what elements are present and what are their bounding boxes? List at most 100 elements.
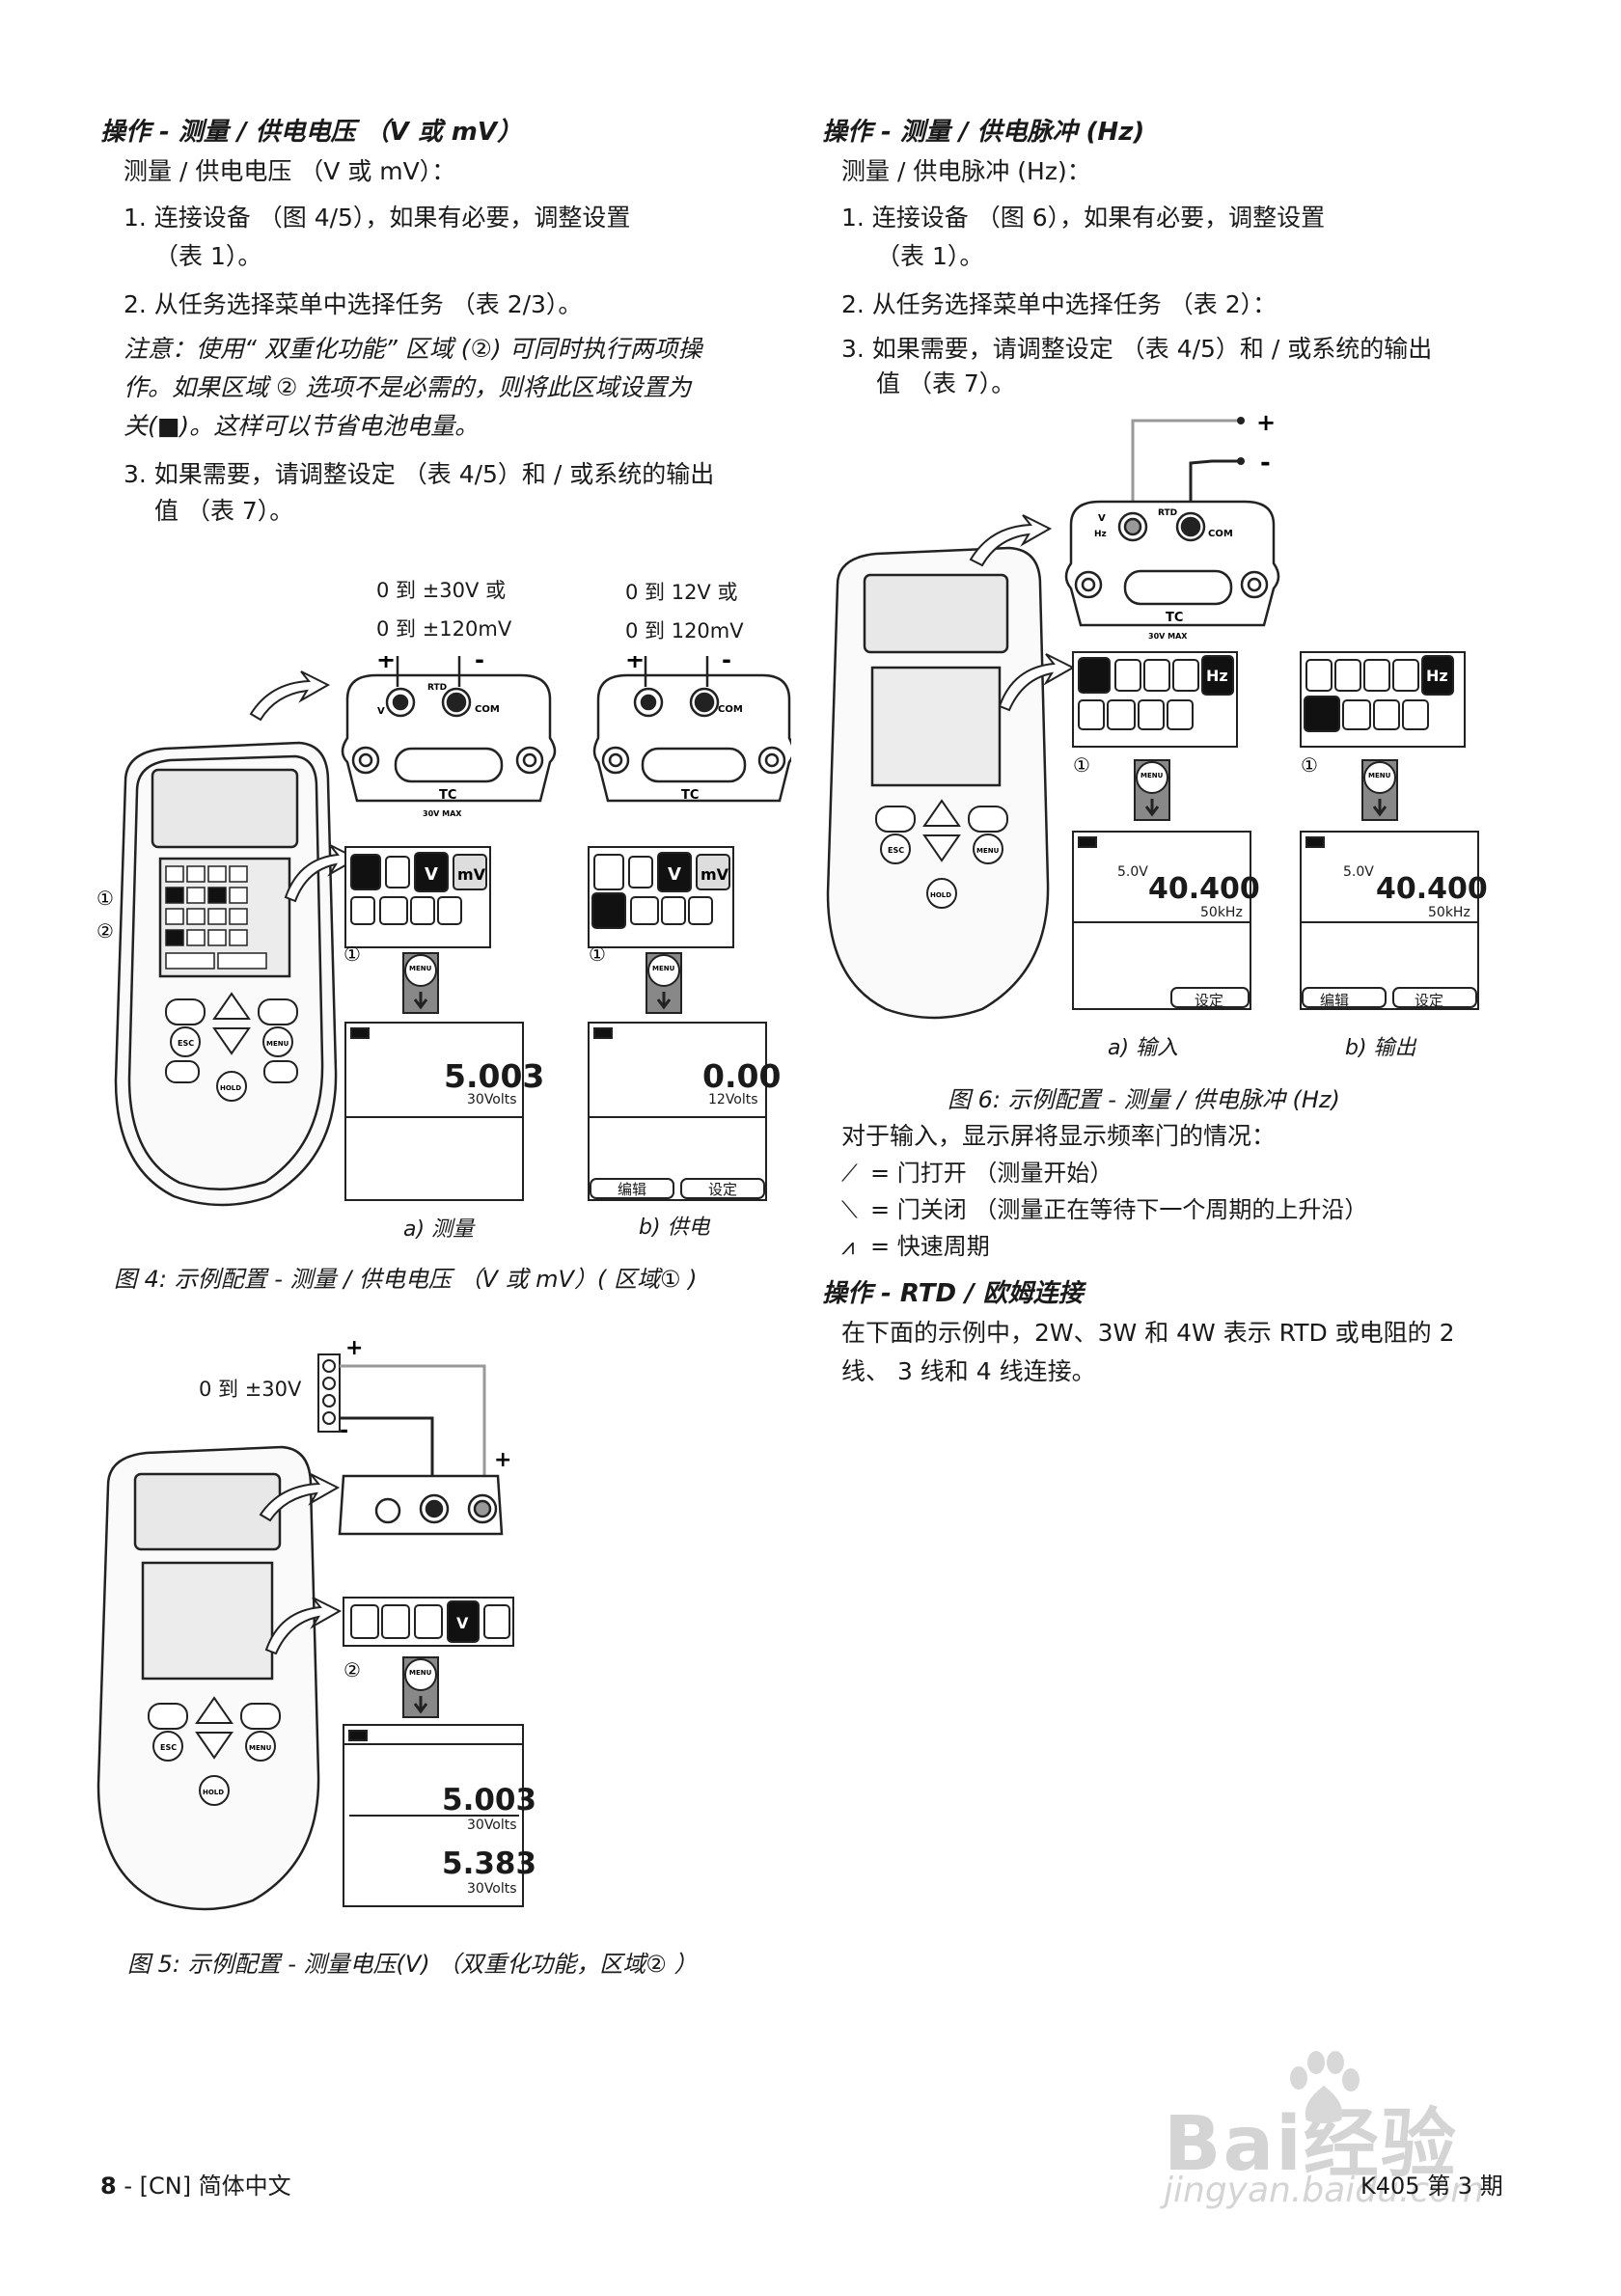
- right-heading: 操作 - 测量 / 供电脉冲 (Hz): [822, 118, 1145, 147]
- fig5-menu-btn-label: MENU: [409, 1669, 432, 1677]
- fig6-display-a: [1072, 831, 1251, 1010]
- fig5-esc-label: ESC: [160, 1743, 177, 1752]
- fig6-menu-strip-b: [1300, 651, 1466, 748]
- fig4-sub-b: b) 供电: [639, 1216, 710, 1240]
- fig5-menu-strip: [343, 1597, 514, 1647]
- fig6-v-label: V: [1098, 513, 1106, 524]
- menu-mv-b: mV: [701, 865, 729, 884]
- fig5-unit-1: 30Volts: [467, 1818, 517, 1833]
- fig5-illustration: + - + ESC MENU HOLD ① ② V ② MENU: [96, 1341, 524, 1911]
- paw-icon: [1290, 2051, 1360, 2123]
- max-label-a: 30V MAX: [423, 809, 462, 818]
- left-step3-cont: 值 （表 7）。: [154, 497, 294, 525]
- fig4-unit-b: 12Volts: [708, 1092, 758, 1107]
- right-step1: 1. 连接设备 （图 6），如果有必要，调整设置: [841, 204, 1326, 232]
- calibrator-menu-grid: [165, 865, 267, 970]
- fig6-tc-label: TC: [1166, 611, 1183, 625]
- fig4-sub-a: a) 测量: [403, 1217, 475, 1242]
- svg-text:①: ①: [1301, 753, 1318, 777]
- left-note-line1: 注意：使用“ 双重化功能” 区域 (②) 可同时执行两项操: [124, 335, 702, 363]
- left-note-line2: 作。如果区域 ② 选项不是必需的，则将此区域设置为: [124, 373, 692, 401]
- fig6-menu-hz-b: Hz: [1426, 667, 1448, 685]
- fig6-menu-hz-a: Hz: [1206, 667, 1228, 685]
- fig4-soft-set[interactable]: 设定: [708, 1181, 738, 1198]
- menu-btn-label-a: MENU: [409, 965, 432, 972]
- zone2-marker: ②: [96, 919, 114, 943]
- svg-text:-: -: [1260, 449, 1271, 478]
- gate-fast-icon: ⩘: [841, 1233, 855, 1260]
- fig5-unit-2: 30Volts: [467, 1881, 517, 1897]
- com-label-a: COM: [475, 704, 500, 715]
- fig6-soft-set-b[interactable]: 设定: [1415, 992, 1444, 1009]
- calibrator-keypad: [165, 992, 298, 1102]
- tc-label-b: TC: [681, 788, 699, 803]
- svg-text:+: +: [345, 1341, 363, 1360]
- svg-text:-: -: [722, 656, 731, 673]
- right-step2: 2. 从任务选择菜单中选择任务 （表 2）：: [841, 290, 1278, 318]
- menu-v-a: V: [425, 864, 438, 885]
- fig6-display-b: [1300, 831, 1479, 1010]
- fig6-reading-a: 40.400: [1148, 872, 1260, 906]
- right-heading-2: 操作 - RTD / 欧姆连接: [822, 1279, 1084, 1308]
- fig6-hz-label: Hz: [1094, 530, 1107, 539]
- footer-left: 8 - [CN] 简体中文: [100, 2167, 291, 2200]
- fig5-caption: 图 5: 示例配置 - 测量电压(V) （双重化功能，区域② ）: [127, 1951, 698, 1978]
- right-step3: 3. 如果需要，请调整设定 （表 4/5）和 / 或系统的输出: [841, 335, 1433, 363]
- fig6-soft-edit-b[interactable]: 编辑: [1320, 992, 1350, 1009]
- fig6-esc-label: ESC: [888, 846, 904, 855]
- right-step1-cont: （表 1）。: [876, 242, 984, 270]
- rtd-line-1: 在下面的示例中，2W、3W 和 4W 表示 RTD 或电阻的 2: [841, 1319, 1455, 1347]
- left-step2: 2. 从任务选择菜单中选择任务 （表 2/3）。: [124, 290, 583, 318]
- fig6-caption: 图 6: 示例配置 - 测量 / 供电脉冲 (Hz): [948, 1086, 1340, 1113]
- gate-open-row: ⟋= 门打开 （测量开始）: [841, 1154, 1113, 1192]
- fig6-unit-a: 50kHz: [1200, 905, 1243, 920]
- fig4-reading-a: 5.003: [444, 1057, 545, 1095]
- esc-key-label: ESC: [178, 1039, 194, 1048]
- zone1-marker: ①: [96, 887, 114, 910]
- menu-mv-a: mV: [457, 865, 486, 884]
- menu-strip-b: [588, 846, 734, 948]
- rtd-line-2: 线、 3 线和 4 线连接。: [841, 1357, 1096, 1385]
- footer-language: - [CN] 简体中文: [116, 2173, 291, 2200]
- left-step3: 3. 如果需要，请调整设定 （表 4/5）和 / 或系统的输出: [124, 460, 715, 488]
- menu-btn-label-b: MENU: [652, 965, 675, 972]
- footer-page-number: 8: [100, 2173, 117, 2200]
- fig5-display: [343, 1724, 524, 1907]
- svg-text:①: ①: [343, 943, 361, 966]
- fig4-range-b-line2: 0 到 120mV: [625, 619, 744, 642]
- fig6-terminal-block: [1064, 500, 1280, 627]
- fig6-menu-btn-b: MENU: [1368, 772, 1391, 779]
- fig6-soft-set-a[interactable]: 设定: [1195, 992, 1224, 1009]
- fig6-com-label: COM: [1208, 529, 1233, 539]
- gate-closed-icon: ⟍: [841, 1196, 858, 1223]
- calibrator-device: [114, 741, 338, 1207]
- gate-open-text: = 门打开 （测量开始）: [870, 1160, 1113, 1187]
- gate-closed-row: ⟍= 门关闭 （测量正在等待下一个周期的上升沿）: [841, 1190, 1367, 1229]
- fig6-max-label: 30V MAX: [1148, 632, 1188, 641]
- right-step3-cont: 值 （表 7）。: [876, 369, 1016, 397]
- svg-text:①: ①: [1073, 753, 1090, 777]
- svg-text:+: +: [376, 656, 396, 673]
- fig4-unit-a: 30Volts: [467, 1092, 517, 1107]
- fig4-range-b-line1: 0 到 12V 或: [625, 581, 738, 604]
- fig6-calibrator: [826, 546, 1050, 1020]
- menu-ok-steps: [402, 952, 682, 1014]
- svg-text:+: +: [494, 1448, 511, 1472]
- fig5-reading-2: 5.383: [442, 1846, 537, 1881]
- fig4-soft-edit[interactable]: 编辑: [618, 1181, 647, 1198]
- left-step1-cont: （表 1）。: [154, 242, 262, 270]
- tc-label-a: TC: [439, 788, 456, 803]
- rtd-label-a: RTD: [427, 683, 447, 693]
- right-intro: 测量 / 供电脉冲 (Hz)：: [841, 157, 1091, 185]
- fig6-menu-strip-a: [1072, 651, 1238, 748]
- left-step1: 1. 连接设备 （图 4/5），如果有必要，调整设置: [124, 204, 631, 232]
- fig6-menu-ok: [1134, 759, 1398, 821]
- fig5-keypad: [148, 1696, 281, 1806]
- svg-text:-: -: [475, 656, 484, 673]
- fig4-illustration: ESC MENU HOLD ① ② RTD COM V TC 30V MAX +…: [96, 656, 791, 1207]
- footer-right: K405 第 3 期: [1360, 2173, 1503, 2200]
- svg-text:①: ①: [589, 943, 606, 966]
- left-intro: 测量 / 供电电压 （V 或 mV）：: [124, 157, 456, 185]
- com-label-b: COM: [718, 704, 743, 715]
- fig6-unit-b: 50kHz: [1428, 905, 1470, 920]
